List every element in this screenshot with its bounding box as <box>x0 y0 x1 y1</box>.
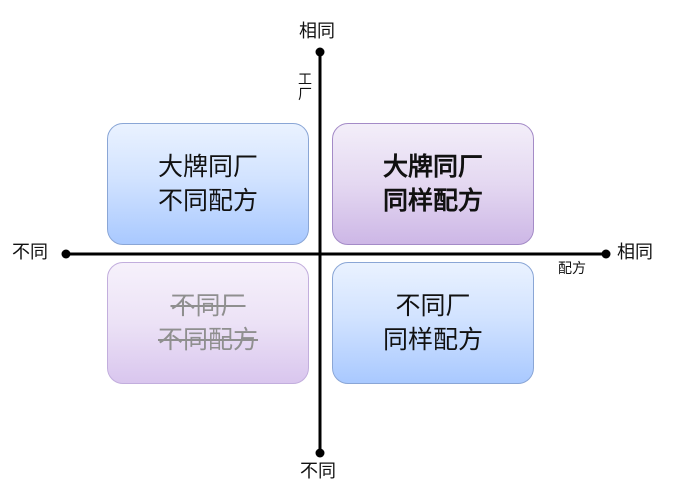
quadrant-bottom-left: 不同厂 不同配方 <box>107 262 309 384</box>
quadrant-bottom-right-line2: 同样配方 <box>382 325 483 354</box>
quadrant-top-right-line1: 大牌同厂 <box>382 152 483 182</box>
vertical-axis-title-char-2: 厂 <box>298 86 312 103</box>
quadrant-top-right: 大牌同厂 同样配方 <box>332 123 534 245</box>
axis-right-label: 相同 <box>617 242 653 263</box>
axis-left-label: 不同 <box>12 242 48 263</box>
quadrant-bottom-left-line1: 不同厂 <box>170 291 246 321</box>
axis-endpoint-left <box>61 249 71 259</box>
quadrant-top-left-line2: 不同配方 <box>157 186 258 215</box>
vertical-axis-title-char-1: 工 <box>298 72 312 88</box>
axis-endpoint-top <box>315 47 325 57</box>
quadrant-bottom-left-line2: 不同配方 <box>157 325 258 354</box>
axis-endpoint-right <box>601 249 611 259</box>
quadrant-bottom-right: 不同厂 同样配方 <box>332 262 534 384</box>
axis-endpoint-bottom <box>315 448 325 458</box>
quadrant-bottom-right-line1: 不同厂 <box>395 291 471 321</box>
quadrant-top-left: 大牌同厂 不同配方 <box>107 123 309 245</box>
vertical-axis-title: 工 厂 <box>298 73 312 102</box>
axis-bottom-label: 不同 <box>300 461 336 482</box>
quadrant-top-right-line2: 同样配方 <box>382 186 483 215</box>
quadrant-top-left-line1: 大牌同厂 <box>157 152 258 182</box>
horizontal-axis-title: 配方 <box>558 261 586 277</box>
axis-top-label: 相同 <box>299 21 335 42</box>
